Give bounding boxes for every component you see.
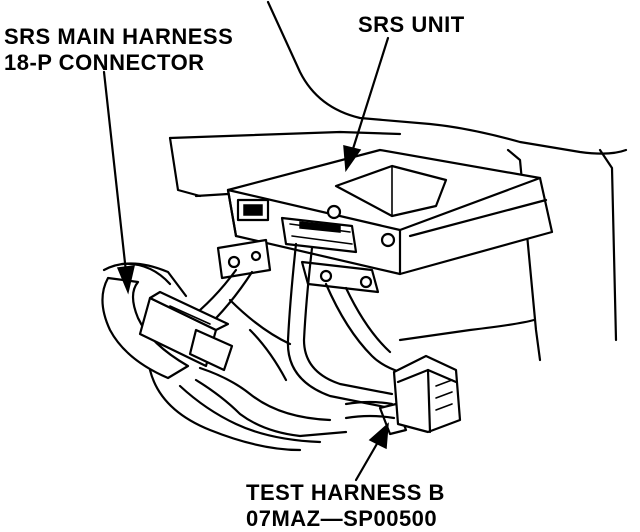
vehicle-console-outline bbox=[168, 0, 628, 362]
srs-unit-body bbox=[226, 148, 554, 276]
mounting-bracket bbox=[216, 238, 380, 294]
srs-main-harness-label-line1: SRS MAIN HARNESS bbox=[4, 24, 234, 49]
srs-main-harness-label-line2: 18-P CONNECTOR bbox=[4, 50, 205, 75]
srs-unit-connector bbox=[280, 216, 358, 254]
srs-main-harness-label: SRS MAIN HARNESS 18-P CONNECTOR bbox=[4, 24, 233, 76]
leader-arrow-main-harness bbox=[102, 70, 135, 295]
wiring-bundles bbox=[148, 242, 402, 452]
leader-arrow-test-harness bbox=[354, 422, 389, 482]
main-harness-18p-connector bbox=[138, 290, 234, 372]
test-harness-label: TEST HARNESS B 07MAZ—SP00500 bbox=[246, 480, 445, 532]
leader-arrow-srs-unit bbox=[343, 36, 390, 173]
test-harness-b-connector bbox=[344, 354, 462, 436]
srs-unit-label: SRS UNIT bbox=[358, 12, 465, 38]
test-harness-label-line1: TEST HARNESS B bbox=[246, 480, 445, 505]
test-harness-label-line2: 07MAZ—SP00500 bbox=[246, 506, 438, 531]
srs-main-harness bbox=[101, 262, 190, 380]
srs-unit-label-text: SRS UNIT bbox=[358, 12, 465, 37]
